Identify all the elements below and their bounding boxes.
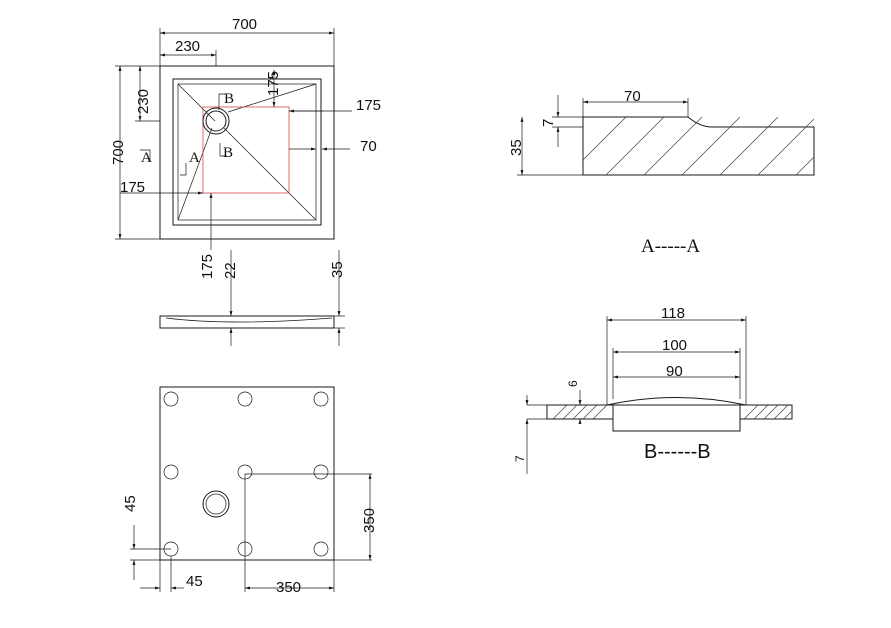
foot: [313, 541, 329, 557]
base-outline: [159, 386, 335, 561]
drain-outer-circle: [202, 107, 230, 135]
dim-drain-right-175: 175: [356, 97, 381, 114]
base-drain-outer: [202, 490, 230, 518]
tray-outline: [159, 65, 335, 240]
dim-side-35: 35: [329, 261, 346, 278]
dim-aa-7: 7: [540, 119, 557, 127]
foot: [237, 391, 253, 407]
dim-aa-70: 70: [624, 88, 641, 105]
dim-base-45-v: 45: [122, 495, 139, 512]
foot: [163, 391, 179, 407]
base-drain-inner: [205, 493, 227, 515]
side-view: 22 35: [159, 250, 346, 346]
dim-bb-100: 100: [662, 337, 687, 354]
section-bb-title: B------B: [644, 441, 711, 463]
dim-drain-top-175: 175: [265, 71, 282, 96]
foot: [163, 464, 179, 480]
foot: [313, 391, 329, 407]
section-aa: 70 7 35 A-----A: [508, 88, 815, 257]
dim-bb-90: 90: [666, 363, 683, 380]
tray-rim: [172, 78, 322, 226]
drain-inner-circle: [205, 110, 227, 132]
dim-base-350-h: 350: [276, 579, 301, 596]
top-view: B B A A 700 230 700 230 175 175 70: [110, 16, 381, 279]
dim-offset-x-230: 230: [175, 38, 200, 55]
drain-cap: [606, 397, 747, 406]
bottom-view: 350 350 45 45: [122, 386, 378, 596]
dim-aa-35: 35: [508, 139, 525, 156]
dim-drain-bottom-175: 175: [199, 254, 216, 279]
dim-height-700: 700: [110, 140, 127, 165]
dim-bb-118: 118: [661, 305, 685, 322]
section-a-inner-mark: A: [189, 150, 200, 166]
section-b-bottom-mark: B: [223, 145, 233, 161]
section-b-top-mark: B: [224, 91, 234, 107]
dim-bb-6: 6: [566, 380, 580, 387]
section-bb: 118 100 90 6 7 B------B: [513, 305, 793, 474]
dim-side-22: 22: [222, 262, 239, 279]
foot: [313, 464, 329, 480]
dim-width-700: 700: [232, 16, 257, 33]
dim-base-45-h: 45: [186, 573, 203, 590]
section-aa-profile: [582, 116, 815, 176]
dim-base-350-v: 350: [361, 508, 378, 533]
support-feet: [163, 391, 329, 557]
section-a-left-mark: A: [141, 150, 152, 166]
dim-bb-7: 7: [513, 455, 527, 462]
tray-inner: [177, 83, 317, 221]
drain-zone-outline: [202, 106, 290, 194]
section-aa-title: A-----A: [641, 236, 700, 257]
dim-drain-left-175: 175: [120, 179, 145, 196]
dim-offset-y-230: 230: [135, 89, 152, 114]
side-profile: [159, 315, 335, 329]
drain-body: [612, 404, 741, 432]
dim-slope-70: 70: [360, 138, 377, 155]
